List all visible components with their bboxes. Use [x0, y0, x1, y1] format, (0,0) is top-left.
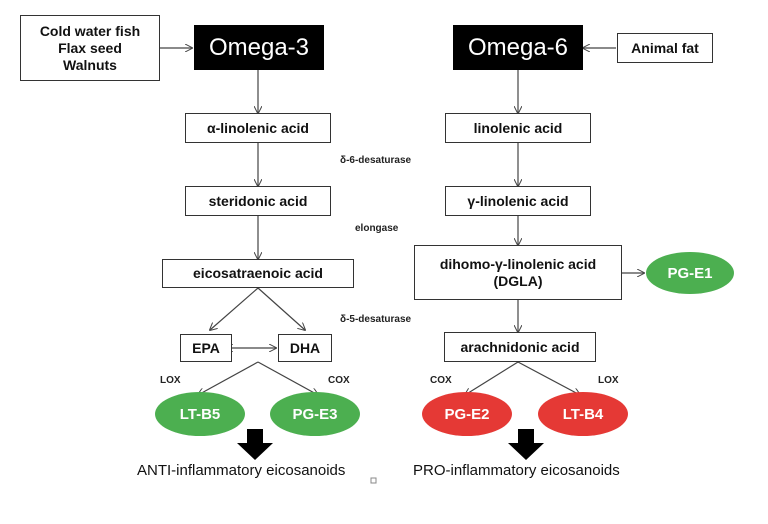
arrow-eta-to-epa: [210, 287, 259, 330]
epa-node: EPA: [180, 334, 232, 362]
cursor-marker: [370, 477, 377, 484]
omega6-node: Omega-6: [453, 25, 583, 70]
pg-e1-node: PG-E1: [646, 252, 734, 294]
alpha-linolenic-acid-node: α-linolenic acid: [185, 113, 331, 143]
linolenic-acid-node: linolenic acid: [445, 113, 591, 143]
lox-label-right: LOX: [598, 375, 619, 386]
dgla-name: dihomo-γ-linolenic acid: [439, 255, 597, 272]
arrow-to-pg-e3: [257, 361, 318, 395]
source-item: Walnuts: [63, 56, 117, 73]
steridonic-acid-node: steridonic acid: [185, 186, 331, 216]
cox-label-right: COX: [430, 375, 452, 386]
pg-e3-node: PG-E3: [270, 392, 360, 436]
arrow-to-lt-b5: [198, 361, 259, 395]
arrow-eta-to-dha: [257, 287, 305, 330]
anti-inflammatory-caption: ANTI-inflammatory eicosanoids: [137, 462, 346, 479]
enzyme-label: δ-6-desaturase: [340, 155, 412, 166]
lt-b5-node: LT-B5: [155, 392, 245, 436]
pro-inflammatory-caption: PRO-inflammatory eicosanoids: [413, 462, 620, 479]
cox-label-left: COX: [328, 375, 350, 386]
source-item: Cold water fish: [39, 22, 141, 39]
enzyme-label: δ-5-desaturase: [340, 314, 412, 325]
enzyme-label: elongase: [355, 223, 399, 234]
arachnidonic-acid-node: arachnidonic acid: [444, 332, 596, 362]
dgla-abbrev: (DGLA): [493, 272, 543, 289]
lox-label-left: LOX: [160, 375, 181, 386]
pg-e2-node: PG-E2: [422, 392, 512, 436]
anti-down-arrow: [237, 429, 273, 460]
arrow-to-lt-b4: [517, 361, 580, 395]
animal-fat-source-box: Animal fat: [617, 33, 713, 63]
omega3-node: Omega-3: [194, 25, 324, 70]
lt-b4-node: LT-B4: [538, 392, 628, 436]
eicosatraenoic-acid-node: eicosatraenoic acid: [162, 259, 354, 288]
pro-down-arrow: [508, 429, 544, 460]
gamma-linolenic-acid-node: γ-linolenic acid: [445, 186, 591, 216]
omega3-sources-box: Cold water fish Flax seed Walnuts: [20, 15, 160, 81]
arrow-to-pg-e2: [465, 361, 519, 395]
source-item: Flax seed: [58, 39, 122, 56]
dha-node: DHA: [278, 334, 332, 362]
dgla-node: dihomo-γ-linolenic acid (DGLA): [414, 245, 622, 300]
